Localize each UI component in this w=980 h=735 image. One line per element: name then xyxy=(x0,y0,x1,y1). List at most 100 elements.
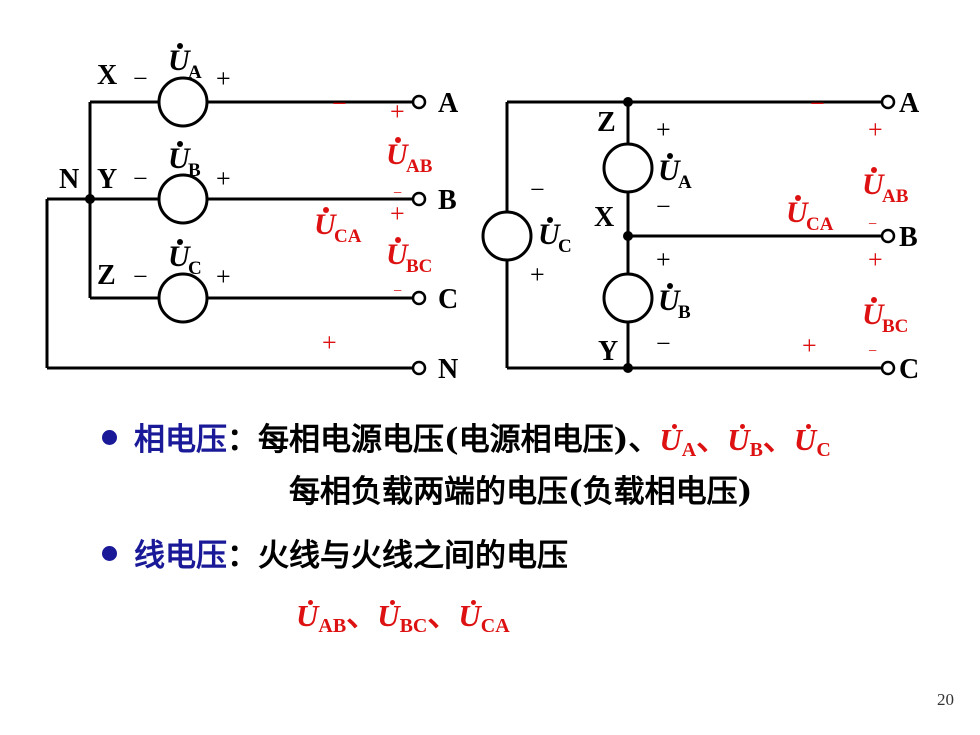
left-uca-plus: + xyxy=(322,328,337,357)
left-source-label-c: U C xyxy=(168,239,202,279)
svg-text:U: U xyxy=(386,238,409,271)
right-terminal-b xyxy=(880,228,896,244)
left-uab-minus: − xyxy=(332,89,347,118)
dot-accent xyxy=(470,600,476,605)
dot-accent xyxy=(308,600,314,605)
right-node-y-label: Y xyxy=(598,336,618,367)
left-terminal-c-label: C xyxy=(438,284,458,315)
left-node-n-label: N xyxy=(59,164,79,195)
dot-accent xyxy=(739,424,745,429)
left-terminal-a xyxy=(411,94,427,110)
dot-accent xyxy=(671,424,677,429)
right-node-x xyxy=(623,231,633,241)
left-source-b xyxy=(157,173,209,225)
left-source-label-b: U B xyxy=(168,141,201,181)
right-terminal-a xyxy=(880,94,896,110)
left-source-c xyxy=(157,272,209,324)
dot-accent xyxy=(795,195,801,201)
right-terminal-c-label: C xyxy=(899,354,919,385)
right-source-b xyxy=(602,272,654,324)
left-c-minus: − xyxy=(393,283,402,300)
svg-text:BC: BC xyxy=(406,256,432,277)
line-sep-2: 、 xyxy=(427,598,459,634)
left-terminal-n xyxy=(411,360,427,376)
right-src-c-plus: + xyxy=(530,260,545,289)
line-voltage-def: 火线与火线之间的电压 xyxy=(258,538,568,574)
right-src-b-plus: + xyxy=(656,245,671,274)
right-ubc-plus: + xyxy=(868,245,883,274)
dot-accent xyxy=(667,283,673,289)
right-src-a-plus: + xyxy=(656,115,671,144)
right-src-a-minus: − xyxy=(656,192,671,221)
svg-text:U: U xyxy=(168,240,191,273)
left-ubc-plus: + xyxy=(390,199,405,228)
svg-text:B: B xyxy=(678,302,691,323)
dot-accent xyxy=(323,207,329,213)
phase-sep-1: 、 xyxy=(696,422,728,458)
left-terminal-a-label: A xyxy=(438,88,459,119)
svg-text:U: U xyxy=(658,284,681,317)
right-src-c-minus: − xyxy=(530,175,545,204)
right-source-label-b: U B xyxy=(658,283,691,323)
svg-text:U: U xyxy=(168,44,191,77)
right-uab-plus: + xyxy=(868,115,883,144)
dot-accent xyxy=(395,137,401,143)
left-terminal-n-label: N xyxy=(438,354,458,385)
svg-text:U: U xyxy=(862,168,885,201)
svg-text:U: U xyxy=(658,154,681,187)
right-label-uca: U CA xyxy=(786,195,834,235)
left-src-a-plus: + xyxy=(216,64,231,93)
left-node-x-label: X xyxy=(97,60,117,91)
left-src-b-minus: − xyxy=(133,164,148,193)
dot-accent xyxy=(806,424,812,429)
dot-accent xyxy=(547,217,553,223)
svg-text:C: C xyxy=(558,236,572,257)
bullet-dot-phase xyxy=(102,430,117,445)
right-node-x-label: X xyxy=(594,202,614,233)
dot-accent xyxy=(177,141,183,147)
svg-text:C: C xyxy=(188,258,202,279)
right-node-y xyxy=(623,363,633,373)
svg-text:B: B xyxy=(188,160,201,181)
svg-text:U: U xyxy=(538,218,561,251)
left-terminal-b-label: B xyxy=(438,185,457,216)
svg-text:U: U xyxy=(314,208,337,241)
svg-text:AB: AB xyxy=(406,156,433,177)
dot-accent xyxy=(871,297,877,303)
dot-accent xyxy=(177,43,183,49)
left-src-c-plus: + xyxy=(216,262,231,291)
right-source-c xyxy=(481,210,533,262)
bullet-dot-line xyxy=(102,546,117,561)
svg-text:U: U xyxy=(168,142,191,175)
right-source-label-a: U A xyxy=(658,153,692,193)
svg-text:CA: CA xyxy=(806,214,834,235)
dot-accent xyxy=(667,153,673,159)
right-node-z-label: Z xyxy=(597,107,616,138)
left-uab-plus: + xyxy=(390,97,405,126)
svg-text:U: U xyxy=(786,196,809,229)
right-source-label-c: U C xyxy=(538,217,572,257)
right-uca-plus: + xyxy=(802,331,817,360)
right-ubc-minus: − xyxy=(868,343,877,360)
line-voltage-colon: ： xyxy=(227,538,258,574)
left-src-c-minus: − xyxy=(133,262,148,291)
line-voltage-label: 线电压 xyxy=(134,538,227,574)
right-delta-circuit: A B C Z X Y + − + − − + U A U B U C − + xyxy=(481,88,920,385)
svg-text:BC: BC xyxy=(882,316,908,337)
right-uca-minus: − xyxy=(810,89,825,118)
svg-text:U: U xyxy=(386,138,409,171)
left-source-label-a: U A xyxy=(168,43,202,83)
dot-accent xyxy=(871,167,877,173)
left-node-y-label: Y xyxy=(97,164,117,195)
right-label-ubc: U BC xyxy=(862,297,908,337)
dot-accent xyxy=(389,600,395,605)
phase-voltage-colon: ： xyxy=(227,422,258,458)
right-terminal-b-label: B xyxy=(899,222,918,253)
